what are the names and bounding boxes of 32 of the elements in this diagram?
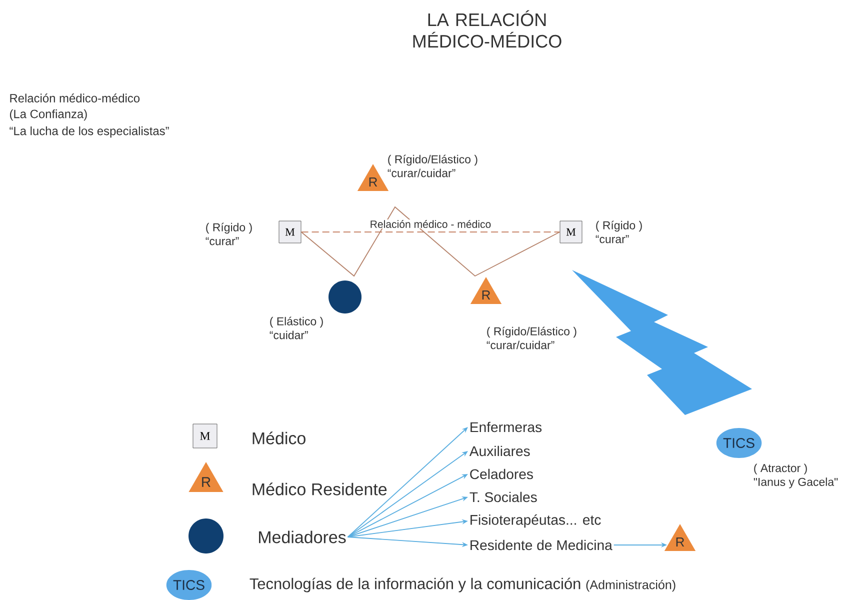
resident-triangle: R [357, 164, 389, 191]
legend-text: Tecnologías de la información y la comunicación (Administración) [250, 578, 676, 592]
doctor-box: M [278, 220, 302, 244]
staff-label: Residente de Medicina [470, 540, 612, 550]
note-text: Relación médico-médico [10, 94, 140, 102]
staff-label: T. Sociales [470, 492, 537, 502]
note-text: “La lucha de los especialistas” [10, 126, 169, 138]
resident-triangle: R [188, 462, 224, 492]
title: LA RELACIÓN MÉDICO-MÉDICO [413, 10, 562, 48]
arrow [347, 427, 468, 538]
node-caption: ( Atractor ) "Ianus y Gacela" [754, 464, 838, 488]
node-caption: ( Rígido ) “curar” [206, 222, 252, 246]
mediator-circle [188, 518, 224, 554]
connector-line [300, 206, 560, 277]
note-text: (La Confianza) [10, 109, 87, 121]
staff-label: Fisioterapéutas... etc [470, 514, 601, 528]
doctor-box: M [192, 424, 218, 448]
edge-label: Relación médico - médico [369, 219, 492, 228]
node-caption: ( Elástico ) “cuidar” [270, 316, 323, 340]
doctor-box: M [560, 220, 582, 244]
node-caption: ( Rígido/Elástico ) “curar/cuidar” [388, 154, 478, 178]
resident-triangle: R [470, 277, 502, 304]
node-caption: ( Rígido/Elástico ) “curar/cuidar” [486, 326, 576, 350]
node-caption: ( Rígido ) “curar” [596, 220, 642, 244]
resident-triangle: R [664, 524, 696, 551]
legend-text: Médico Residente [252, 482, 387, 496]
legend-text: Médico [252, 432, 306, 444]
staff-label: Auxiliares [469, 446, 530, 456]
staff-label: Celadores [470, 468, 533, 480]
group-label: Mediadores [259, 530, 346, 544]
staff-label: Enfermeras [470, 422, 542, 432]
mediator-circle [328, 280, 362, 314]
